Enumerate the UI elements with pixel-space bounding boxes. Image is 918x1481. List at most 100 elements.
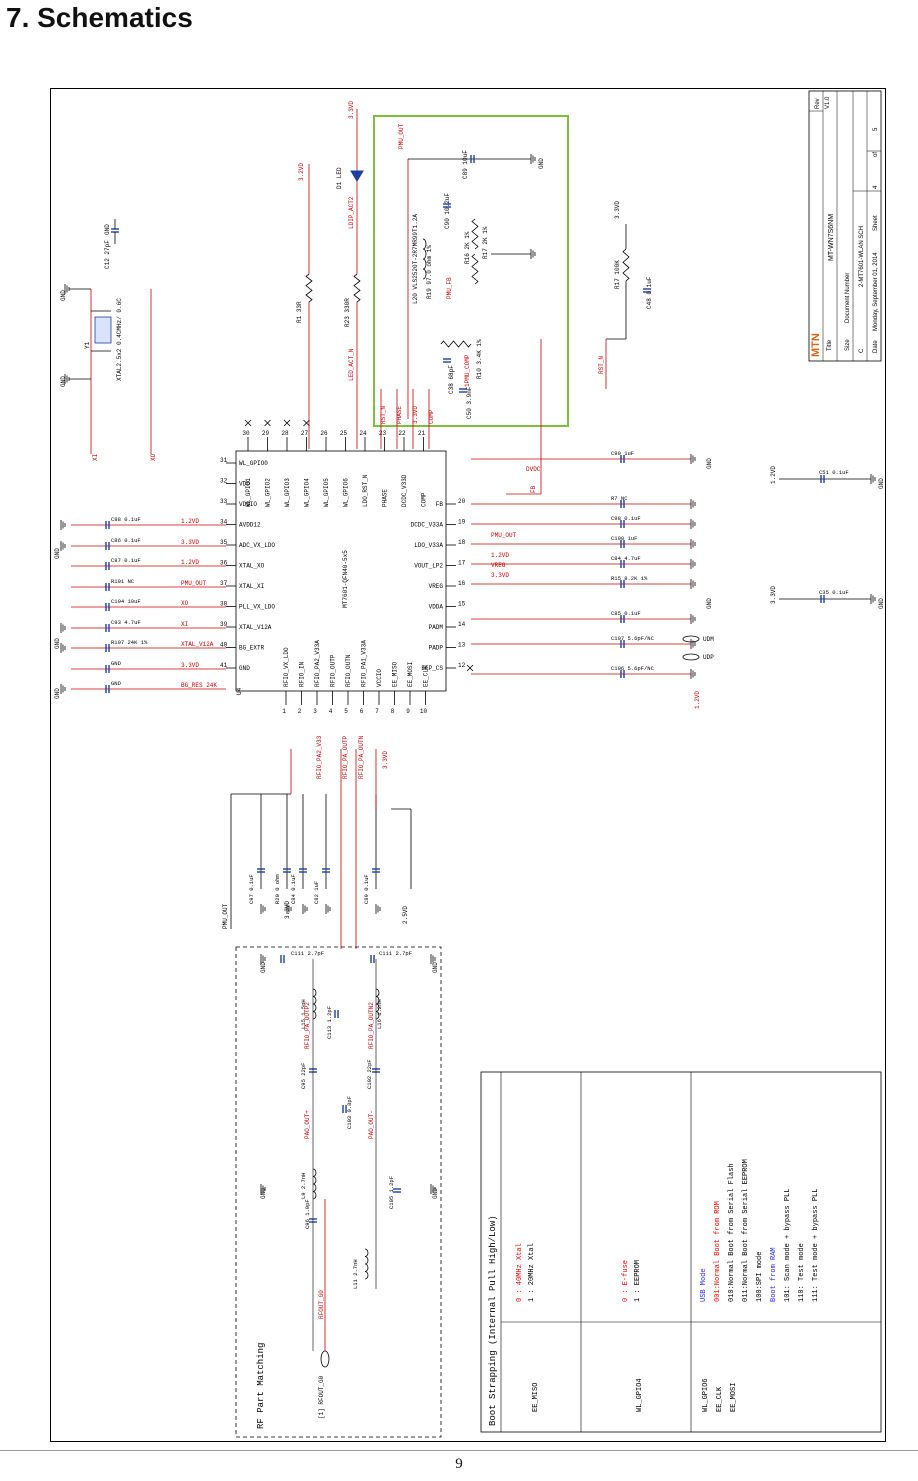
net-label-rst-n: RST_N bbox=[598, 356, 605, 374]
left-net-label: 3.3VD bbox=[181, 662, 199, 669]
chip-pin-right: VREG bbox=[429, 583, 444, 590]
gnd-label: GND bbox=[432, 1188, 439, 1199]
rf-net-label: RFIO_PA_OUTN2 bbox=[368, 1002, 375, 1049]
inductor bbox=[364, 1248, 369, 1280]
left-part-label: R107 24K 1% bbox=[111, 639, 148, 646]
chip-name: MT7601-QFN40-5x5 bbox=[342, 550, 349, 608]
l20-label: L20 VLS2520T-2R7MR99T1.2A bbox=[412, 214, 419, 304]
rf-part-label: C102 22pF bbox=[366, 1059, 373, 1089]
usb-port-udm bbox=[682, 635, 700, 643]
chip-pin-number: 22 bbox=[398, 430, 406, 437]
chip-pin-number: 2 bbox=[298, 708, 302, 715]
inductor bbox=[312, 1168, 317, 1200]
strapping-option: 0 : E-fuse bbox=[622, 1260, 630, 1302]
chip-pin-bottom: EE_MISO bbox=[392, 661, 399, 687]
far-right-net: 1.2VD bbox=[770, 466, 777, 484]
net-label-xo: XO bbox=[150, 453, 157, 461]
c89-label: C89 10uF bbox=[462, 150, 469, 179]
chip-pin-top: COMP bbox=[421, 492, 428, 507]
chip-pin-number: 13 bbox=[458, 642, 466, 649]
right-net-label: 3.3VD bbox=[491, 572, 509, 579]
left-net-label: 1.2VD bbox=[181, 559, 199, 566]
c12-label: C12 27pF bbox=[104, 240, 111, 269]
rf-part-label: C105 1.2pF bbox=[388, 1176, 395, 1209]
title-block-title: MT-WN7S6NM bbox=[828, 214, 835, 261]
chip-pin-number: 34 bbox=[220, 519, 228, 526]
right-part-label: C107 5.6pF/NC bbox=[611, 635, 655, 642]
rf-part-label: C95 22pF bbox=[300, 1063, 307, 1089]
chip-pin-left: GND bbox=[239, 665, 250, 672]
net-label-led: LDIP_ACT2 bbox=[348, 196, 355, 229]
strapping-option: 011:Normal Boot from Serial EEPROM bbox=[742, 1159, 750, 1302]
gnd-label: GND bbox=[706, 458, 713, 469]
page-number: 9 bbox=[455, 1456, 463, 1472]
title-block-title-label: Title bbox=[827, 339, 833, 351]
title-block-sheet: 4 bbox=[873, 185, 879, 189]
strapping-option: 1 : 20MHz Xtal bbox=[528, 1243, 536, 1302]
rf-part-label: L9 2.7nH bbox=[300, 1173, 307, 1199]
strapping-option: 100:SPI mode bbox=[756, 1252, 764, 1302]
no-connect-mark bbox=[466, 664, 474, 672]
gnd-label: GND bbox=[60, 376, 67, 387]
chip-pin-number: 38 bbox=[220, 601, 228, 608]
title-block-rev-label: Rev bbox=[815, 98, 821, 109]
strapping-option: 1 : EEPROM bbox=[634, 1260, 642, 1302]
chip-pin-bottom: VCCIO bbox=[376, 669, 383, 687]
strapping-option: 110: Test mode bbox=[798, 1243, 806, 1302]
right-part-label: C106 5.6pF/NC bbox=[611, 665, 655, 672]
left-part-label: C93 4.7uF bbox=[111, 619, 141, 626]
bottom-net-label: RFIO_PA_OUTP bbox=[342, 735, 349, 779]
strapping-title: Boot Strapping (Internal Pull High/Low) bbox=[488, 1215, 498, 1426]
chip-pin-number: 18 bbox=[458, 539, 466, 546]
chip-pin-number: 41 bbox=[220, 662, 228, 669]
chip-pin-number: 14 bbox=[458, 621, 466, 628]
no-connect-mark bbox=[264, 419, 271, 427]
rf-net-label: RFIO_PA_OUTP2 bbox=[304, 1002, 311, 1049]
chip-pin-number: 15 bbox=[458, 601, 466, 608]
chip-pin-left: ADC_VX_LDO bbox=[239, 542, 275, 549]
chip-pin-right: PADM bbox=[429, 624, 444, 631]
net-label-phase: PHASE bbox=[396, 406, 403, 424]
title-block-date-label: Date bbox=[873, 340, 879, 353]
strapping-pin: WL_GPIO6 bbox=[702, 1378, 710, 1412]
inductor bbox=[422, 238, 427, 280]
net-label-3v3: 3.3VD bbox=[412, 406, 419, 424]
rf-part-label: C96 1.0pF bbox=[304, 1199, 311, 1229]
no-connect-mark bbox=[244, 419, 252, 427]
crystal-body bbox=[94, 316, 112, 344]
chip-pin-number: 31 bbox=[220, 457, 228, 464]
chip-pin-number: 26 bbox=[320, 430, 328, 437]
right-part-label: C100 1uF bbox=[611, 535, 637, 542]
chip-pin-number: 19 bbox=[458, 519, 466, 526]
left-part-label: C87 0.1uF bbox=[111, 557, 141, 564]
mt7601-chip bbox=[235, 450, 447, 692]
c50-label: C50 3.9nF bbox=[466, 386, 473, 419]
c90-label: C90 10.2uF bbox=[444, 193, 451, 229]
gnd-label: GND bbox=[538, 158, 545, 169]
chip-pin-number: 17 bbox=[458, 560, 466, 567]
chip-pin-number: 24 bbox=[359, 430, 367, 437]
rf-net-label: PAO_OUT+ bbox=[304, 1110, 311, 1139]
chip-pin-number: 33 bbox=[220, 498, 228, 505]
gnd-label: GND bbox=[54, 548, 61, 559]
chip-ref: U4 bbox=[236, 687, 243, 695]
right-part-label: C99 1uF bbox=[611, 450, 634, 457]
bottom-net-label: 3.3VD bbox=[382, 751, 389, 769]
chip-pin-top: PHASE bbox=[382, 489, 389, 507]
chip-pin-top: LDO_RST_N bbox=[362, 474, 369, 507]
r1-label: R1 33R bbox=[296, 301, 303, 323]
reset-resistor-label: R17 100K bbox=[614, 260, 621, 289]
bottom-net-label: PMU_OUT bbox=[222, 903, 229, 929]
right-part-label: R7 NC bbox=[611, 495, 628, 502]
rf-connector-label: [1] RFOUT_G0 bbox=[318, 1375, 325, 1419]
inductor bbox=[312, 988, 317, 1020]
net-label-3v2: 3.2VD bbox=[298, 163, 305, 181]
chip-pin-left: WL_GPIO0 bbox=[239, 460, 268, 467]
chip-pin-number: 23 bbox=[379, 430, 387, 437]
chip-pin-number: 35 bbox=[220, 539, 228, 546]
strapping-option: Boot from RAM bbox=[770, 1247, 778, 1302]
strapping-option: 111: Test mode + bypass PLL bbox=[812, 1189, 820, 1302]
net-label-xi: XI bbox=[92, 454, 99, 461]
chip-pin-right: VDDA bbox=[429, 604, 444, 611]
far-right-cap: C51 0.1uF bbox=[819, 469, 849, 476]
